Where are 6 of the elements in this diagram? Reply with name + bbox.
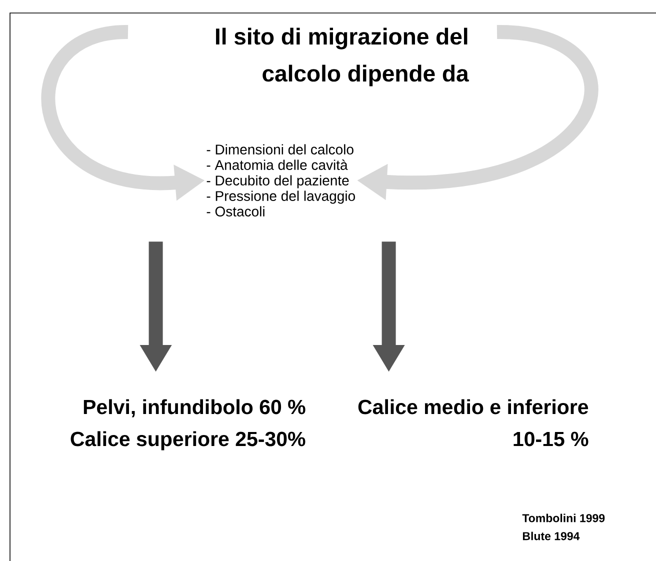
title-text: Il sito di migrazione del calcolo dipende da [216,28,469,86]
citation-text: Blute 1994 [522,532,580,540]
citation-text: Tombolini 1999 [522,514,605,522]
result-text: Pelvi, infundibolo 60 % Calice superiore 25-30% [70,399,306,450]
bullet-list: - Dimensioni del calcolo - Anatomia delle cavità - Decubito del paziente - Pressione del lavaggio - Ostacoli [206,144,355,216]
result-text: Calice medio e inferiore 10-15 % [358,399,588,446]
